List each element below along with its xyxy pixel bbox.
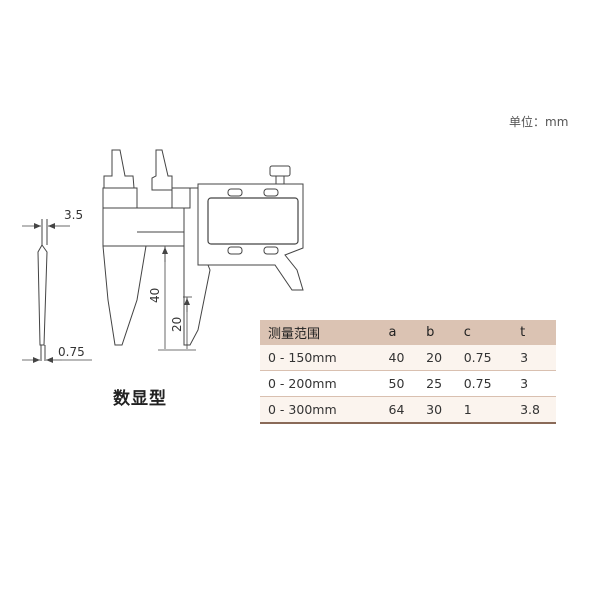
table-row: 0 - 300mm 64 30 1 3.8 [260,396,556,423]
caliper-body [102,149,304,346]
dimension-label-thickness-top: 3.5 [64,208,83,222]
cell-t: 3 [520,350,529,365]
cell-a: 64 [388,402,405,417]
cell-range: 0 - 200mm [268,376,337,391]
cell-a: 40 [388,350,405,365]
header-b: b [426,325,435,340]
header-a: a [388,325,397,340]
cell-c: 0.75 [463,350,492,365]
header-t: t [520,325,526,340]
cell-c: 1 [463,402,472,417]
cell-b: 30 [426,402,443,417]
cell-b: 20 [426,350,443,365]
dimension-label-thickness-bottom: 0.75 [58,345,85,359]
cell-t: 3.8 [520,402,540,417]
dimension-depth-inner [158,296,196,351]
cell-a: 50 [388,376,405,391]
table-row: 0 - 150mm 40 20 0.75 3 [260,345,556,371]
jaw-side-profile [37,219,48,361]
cell-c: 0.75 [463,376,492,391]
dimension-depth-outer [161,245,184,349]
header-range: 测量范围 [268,327,321,342]
cell-t: 3 [520,376,529,391]
spec-table: 测量范围 a b c t 0 - 150mm 40 20 0.75 3 0 - … [260,320,556,424]
cell-range: 0 - 150mm [268,350,337,365]
unit-label: 单位：mm [509,115,569,129]
dimension-label-depth-outer: 40 [148,288,162,303]
table-row: 0 - 200mm 50 25 0.75 3 [260,370,556,397]
cell-b: 25 [426,376,443,391]
cell-range: 0 - 300mm [268,402,337,417]
header-c: c [463,325,471,340]
dimension-label-depth-inner: 20 [170,317,184,332]
type-label: 数显型 [113,389,167,409]
spec-table-header: 测量范围 a b c t [260,320,556,345]
